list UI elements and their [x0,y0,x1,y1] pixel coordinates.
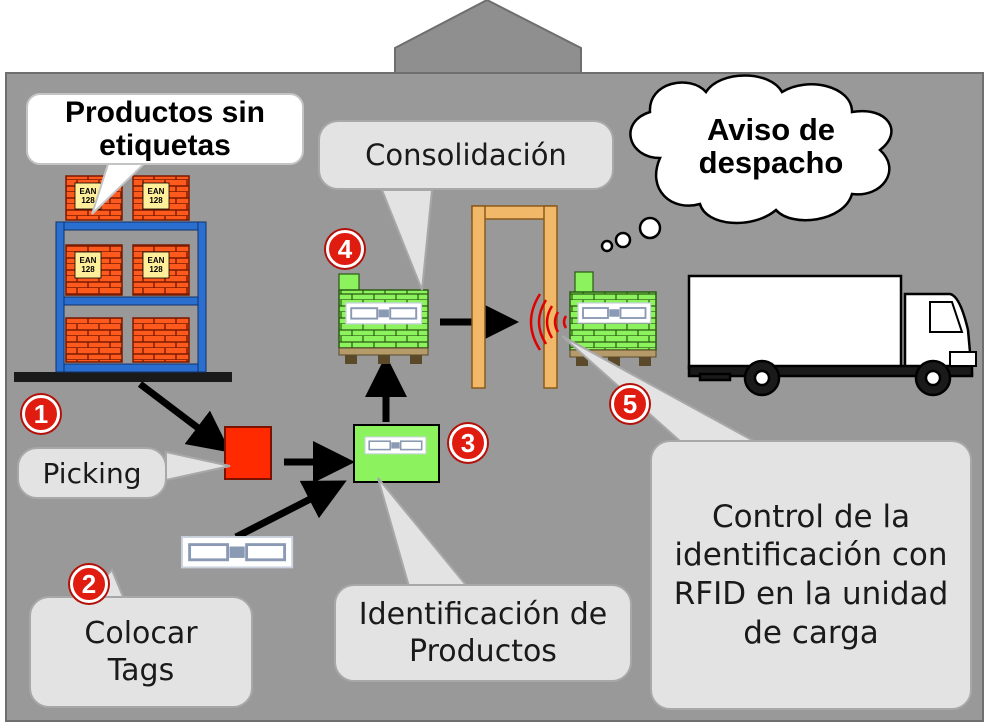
flow-arrows [137,301,519,541]
step-1-badge: 1 [22,395,60,433]
ean-label: EAN 128 [79,187,97,205]
ean-label: EAN 128 [147,187,165,205]
arrow-rack-to-picking [137,381,231,453]
loaded-pallet-icon [569,271,657,366]
thought-cloud-icon [600,74,893,253]
identified-product-icon [353,424,440,483]
ean-label: EAN 128 [147,256,165,274]
up-arrow-icon [394,0,582,79]
ean-label: EAN 128 [79,256,97,274]
consolidation-callout: Consolidación [318,120,614,190]
step-3-badge: 3 [449,424,487,462]
step-5-badge: 5 [611,385,649,423]
picking-callout: Picking [17,447,167,499]
arrow-tag-to-identification [234,480,347,541]
step-4-badge: 4 [326,230,364,268]
rfid-tag-icon [180,535,294,569]
warehouse-rack-icon [14,175,232,382]
place-tags-callout: Colocar Tags [29,596,253,708]
products-unlabeled-callout: Productos sin etiquetas [26,93,304,165]
dispatch-notice-label: Aviso de despacho [698,112,844,180]
callout-tail-consolidation [380,189,434,291]
picked-box-icon [224,426,272,480]
green-pallet-icon [338,273,429,364]
truck-icon [687,274,977,397]
rfid-control-callout: Control de la identificación con RFID en… [650,440,972,710]
rfid-portal-icon [471,205,558,389]
step-2-badge: 2 [70,565,108,603]
product-identification-callout: Identificación de Productos [334,584,632,682]
